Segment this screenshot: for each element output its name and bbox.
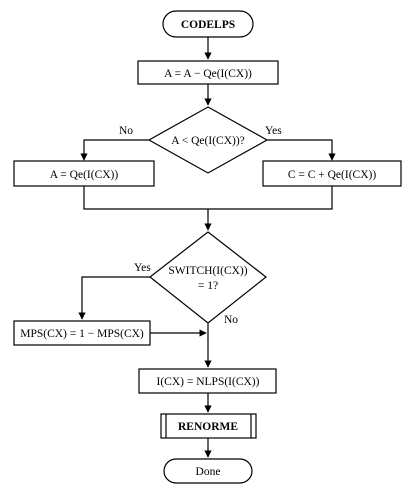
process-assign-a-label: A = Qe(I(CX)) [50, 169, 119, 181]
decision-switch-label-line1: SWITCH(I(CX)) [168, 265, 247, 277]
edge-switch-yes [78, 276, 150, 320]
subprocess-renorme-label: RENORME [178, 421, 238, 433]
end-label: Done [196, 466, 221, 478]
decision-compare-label: A < Qe(I(CX))? [171, 135, 245, 147]
process-subtract: A = A − Qe(I(CX)) [137, 60, 279, 85]
process-add-c: C = C + Qe(I(CX)) [262, 160, 402, 187]
end-node: Done [163, 458, 253, 484]
decision-compare: A < Qe(I(CX))? [147, 106, 269, 174]
branch-no-2-label: No [224, 314, 238, 326]
decision-switch: SWITCH(I(CX)) = 1? [149, 231, 267, 324]
process-nlps: I(CX) = NLPS(I(CX)) [138, 368, 277, 394]
process-flip-mps-label: MPS(CX) = 1 − MPS(CX) [20, 328, 144, 340]
branch-yes-label: Yes [265, 125, 282, 137]
edge-compare-yes [267, 139, 336, 161]
edge-assign-a-to-merge [83, 186, 208, 210]
process-nlps-label: I(CX) = NLPS(I(CX)) [157, 376, 260, 388]
branch-no-label: No [119, 125, 133, 137]
edge-compare-no [80, 139, 149, 161]
process-subtract-label: A = A − Qe(I(CX)) [164, 68, 252, 80]
start-node: CODELPS [162, 10, 254, 38]
start-label: CODELPS [181, 19, 235, 31]
branch-yes-2-label: Yes [134, 262, 151, 274]
process-add-c-label: C = C + Qe(I(CX)) [288, 169, 377, 181]
process-flip-mps: MPS(CX) = 1 − MPS(CX) [13, 320, 151, 346]
edge-add-c-to-merge [208, 186, 333, 210]
subprocess-renorme: RENORME [160, 413, 257, 439]
process-assign-a: A = Qe(I(CX)) [13, 160, 155, 187]
decision-switch-label-line2: = 1? [198, 280, 218, 292]
